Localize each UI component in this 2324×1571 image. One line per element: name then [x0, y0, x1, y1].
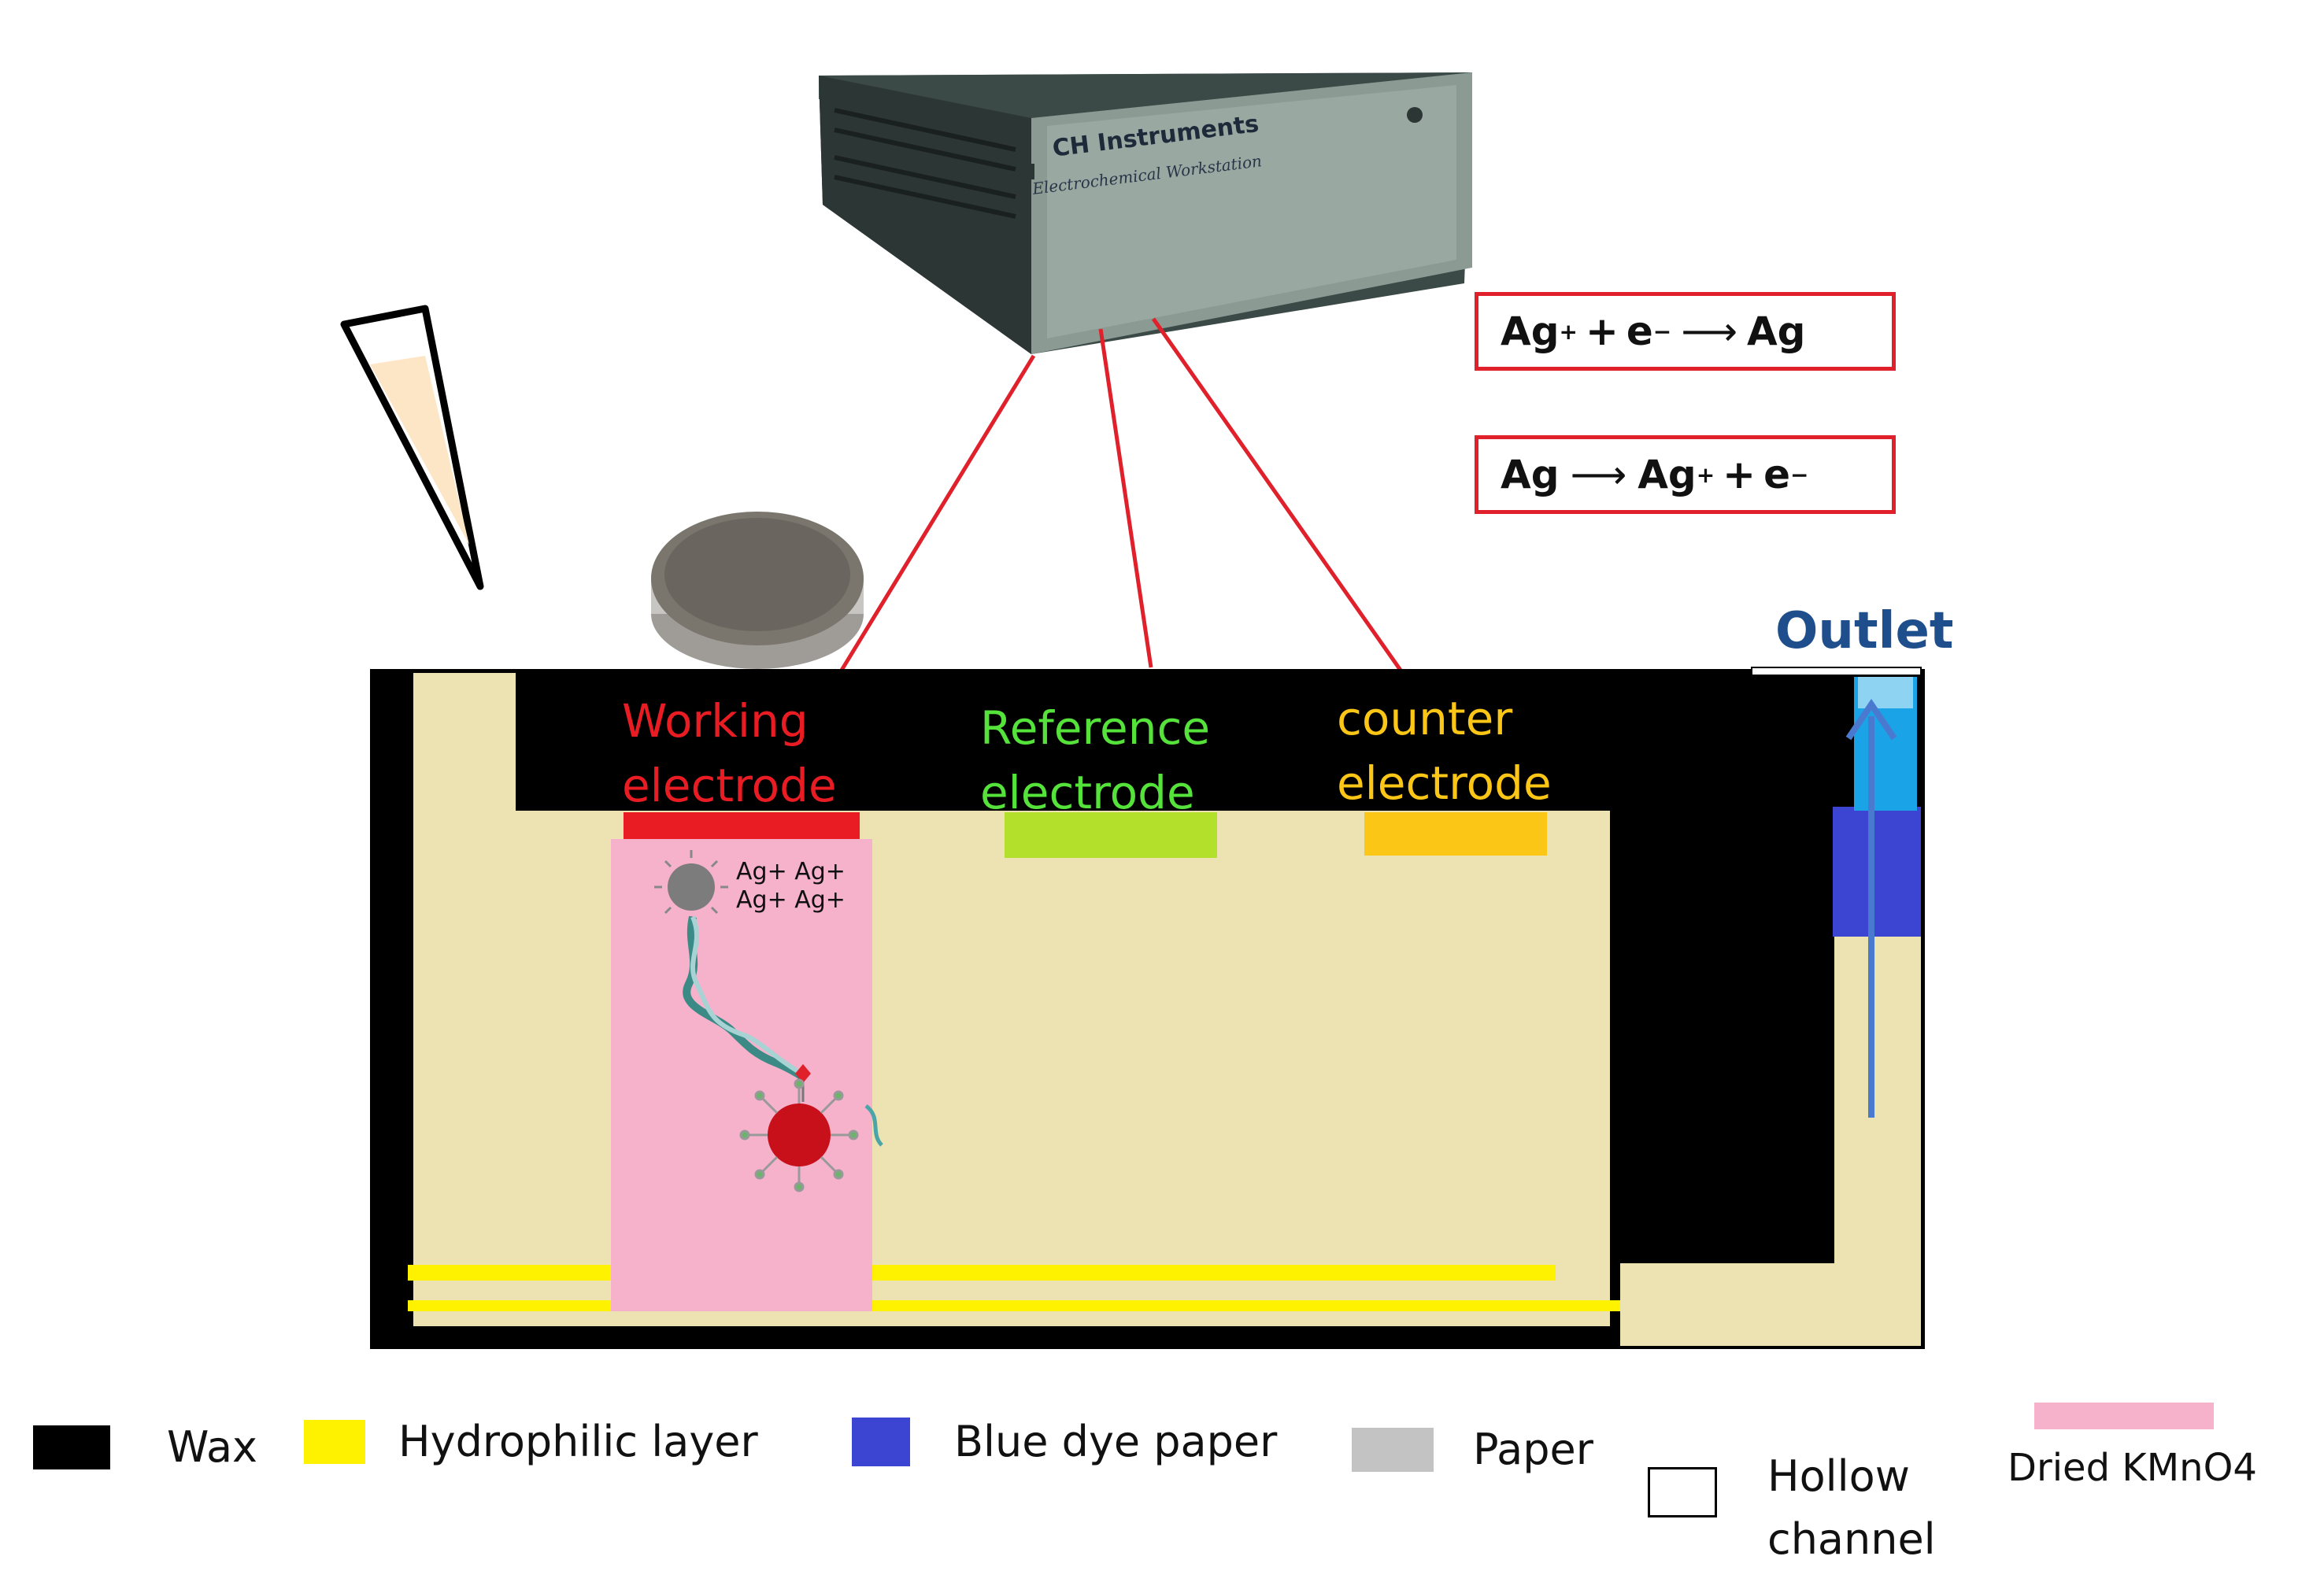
eq2-plus-sup: +: [1696, 461, 1715, 488]
legend-item-blue-dye: Blue dye paper: [852, 1417, 1277, 1466]
wax-swatch: [33, 1425, 110, 1469]
eq2-arrow: ⟶: [1570, 452, 1627, 497]
working-electrode-pad: [624, 812, 860, 839]
counter-label-line1: counter: [1337, 692, 1513, 745]
hollow-swatch: [1648, 1467, 1717, 1517]
legend-label-hollow: Hollow channel: [1767, 1445, 1936, 1571]
coin-magnet: [651, 512, 864, 669]
hollow-label-line2: channel: [1767, 1514, 1936, 1564]
hydrophilic-layer-top: [408, 1265, 1556, 1281]
eq1-right: Ag: [1746, 309, 1806, 354]
silver-ions-label: Ag+ Ag+ Ag+ Ag+: [736, 858, 846, 915]
eq1-electron: e: [1626, 309, 1653, 354]
blue-dye-paper: [1833, 807, 1921, 937]
diagram-canvas: CH Instruments Electrochemical Workstati…: [33, 72, 2257, 1564]
legend-item-paper: Paper: [1352, 1425, 1593, 1474]
outlet-label: Outlet: [1775, 602, 1954, 660]
counter-electrode-label: counter electrode: [1337, 686, 1552, 815]
paper-outlet-column: [1834, 937, 1921, 1346]
legend-item-hollow: Hollow channel: [1648, 1414, 1936, 1571]
hydrophilic-swatch: [304, 1419, 365, 1464]
flow-arrow: [1845, 698, 1897, 1118]
reference-electrode-pad: [1005, 812, 1217, 858]
ions-line1: Ag+ Ag+: [736, 858, 846, 885]
eq2-right: Ag: [1638, 452, 1697, 497]
silver-nanoparticle: [668, 863, 715, 911]
electrode-wires: [836, 317, 1408, 678]
eq2-minus-sup: −: [1789, 461, 1809, 488]
side-vents: [834, 108, 1016, 219]
eq2-left: Ag: [1501, 452, 1560, 497]
dried-kmno4-zone: [611, 839, 872, 1311]
legend-label-paper: Paper: [1473, 1425, 1593, 1474]
legend-label-hydrophilic: Hydrophilic layer: [398, 1417, 758, 1466]
working-label-line2: electrode: [622, 759, 837, 812]
eq1-plus-sup: +: [1559, 318, 1578, 345]
reference-label-line1: Reference: [980, 701, 1211, 755]
instrument-side-panel: [819, 76, 1031, 354]
kmno4-swatch: [2034, 1403, 2214, 1429]
eq1-arrow: ⟶: [1681, 309, 1737, 354]
pipette-tip: [340, 305, 484, 590]
legend-item-hydrophilic: Hydrophilic layer: [304, 1417, 758, 1466]
eq2-electron: e: [1763, 452, 1790, 497]
paper-main-channel: [413, 811, 1610, 1326]
antibody-spikes: [739, 1078, 859, 1192]
oxidation-equation-box: Ag ⟶ Ag+ + e−: [1475, 435, 1896, 514]
working-electrode-label: Working electrode: [622, 689, 837, 818]
paper-swatch: [1352, 1427, 1434, 1472]
ions-line2: Ag+ Ag+: [736, 886, 846, 914]
counter-label-line2: electrode: [1337, 756, 1552, 810]
legend-label-kmno4: Dried KMnO4: [2008, 1446, 2257, 1490]
working-label-line1: Working: [622, 694, 809, 748]
eq1-minus-sup: −: [1652, 318, 1672, 345]
counter-electrode-pad: [1364, 812, 1547, 856]
hollow-channel: [1751, 667, 1922, 676]
eq1-left: Ag: [1501, 309, 1560, 354]
device-diagram: [340, 72, 1925, 1349]
reference-electrode-label: Reference electrode: [980, 696, 1210, 825]
legend-item-wax: Wax: [33, 1422, 257, 1472]
reduction-equation-box: Ag+ + e− ⟶ Ag: [1475, 292, 1896, 371]
magnetic-bead: [768, 1103, 831, 1166]
legend-label-blue-dye: Blue dye paper: [954, 1417, 1278, 1466]
hollow-label-line1: Hollow: [1767, 1451, 1910, 1501]
hydrophilic-layer-bottom: [408, 1300, 1620, 1311]
reference-label-line2: electrode: [980, 766, 1195, 819]
ch-instruments-workstation: [819, 72, 1472, 354]
nanoparticle-construct: [654, 850, 883, 1192]
power-knob-icon: [1407, 107, 1423, 123]
legend-label-wax: Wax: [167, 1422, 257, 1472]
blue-dye-swatch: [852, 1417, 910, 1466]
